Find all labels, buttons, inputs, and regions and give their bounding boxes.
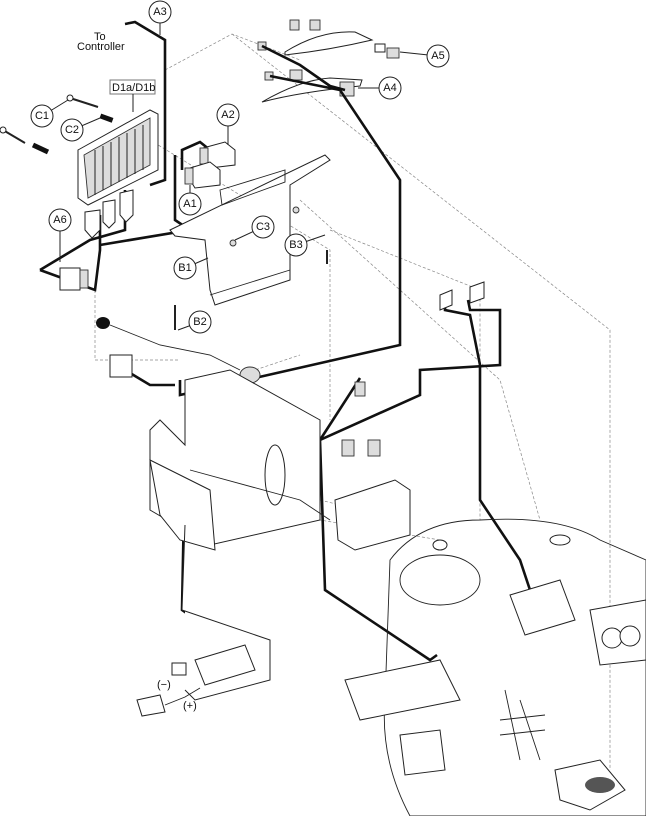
callout-text: B1 <box>178 262 191 274</box>
callout-a3: A3 <box>148 0 172 35</box>
callout-circle <box>216 103 240 127</box>
chassis-base <box>344 518 646 816</box>
callout-a1: A1 <box>178 185 202 216</box>
upper-harness-bracket <box>257 19 400 103</box>
positive-label: (+) <box>183 700 197 712</box>
callout-text: C1 <box>35 110 49 122</box>
callout-b2: B2 <box>177 310 212 334</box>
module-d1a-d1b <box>77 109 159 206</box>
callout-circle <box>178 192 202 216</box>
callout-circle <box>60 118 84 142</box>
negative-label: (−) <box>157 679 171 691</box>
callout-circle <box>188 310 212 334</box>
connectors-a1-a2 <box>184 141 236 189</box>
callout-c3: C3 <box>234 215 275 241</box>
callout-circle <box>378 76 402 100</box>
right-connectors <box>439 281 485 311</box>
fasteners-c1-c2 <box>0 94 114 155</box>
callout-circle <box>148 0 172 24</box>
callout-text: C3 <box>256 221 270 233</box>
callout-c2: C2 <box>60 117 101 142</box>
mounting-bracket <box>169 154 331 330</box>
callout-b3: B3 <box>284 233 326 257</box>
callout-circle <box>426 44 450 68</box>
callout-b1: B1 <box>173 256 209 280</box>
callout-text: A6 <box>53 214 66 226</box>
callout-text: A1 <box>183 198 196 210</box>
connector-a6 <box>59 267 89 291</box>
control-box <box>334 381 411 551</box>
callout-text: A2 <box>221 109 234 121</box>
to-controller-label-2: Controller <box>77 41 125 53</box>
callout-text: A5 <box>431 50 444 62</box>
callout-circle <box>48 208 72 232</box>
charger-port <box>136 644 256 717</box>
module-label: D1a/D1b <box>112 82 155 94</box>
callout-a2: A2 <box>216 103 240 145</box>
callout-text: A4 <box>383 82 396 94</box>
callout-text: C2 <box>65 124 79 136</box>
to-controller-label-1: To <box>94 31 106 43</box>
module-plugs <box>84 189 134 239</box>
callout-c1: C1 <box>30 99 69 128</box>
callout-text: B3 <box>289 239 302 251</box>
callout-circle <box>30 104 54 128</box>
callout-circle <box>284 233 308 257</box>
callout-a6: A6 <box>48 208 72 262</box>
callout-circle <box>251 215 275 239</box>
callout-circle <box>173 256 197 280</box>
alignment-lines <box>94 33 611 770</box>
callout-a4: A4 <box>358 76 402 100</box>
callout-a5: A5 <box>399 44 450 68</box>
callout-text: A3 <box>153 6 166 18</box>
callout-text: B2 <box>193 316 206 328</box>
